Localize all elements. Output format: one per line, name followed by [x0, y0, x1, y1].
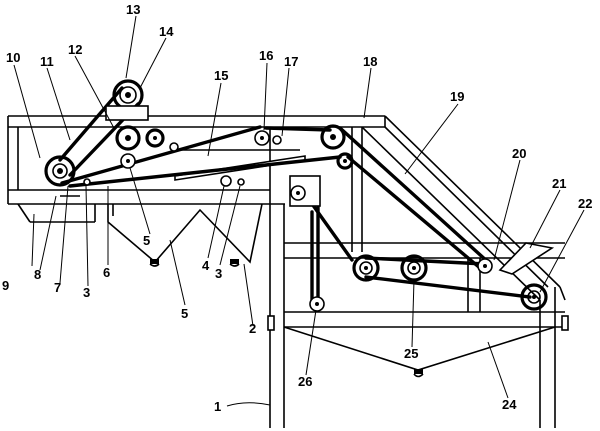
callout-22: 21: [552, 176, 566, 191]
callout-7: 6: [103, 265, 110, 280]
callout-12: 11: [40, 54, 54, 69]
callout-8: 7: [54, 280, 61, 295]
upper-hoppers: [107, 203, 263, 267]
callout-25: 25: [404, 346, 418, 361]
callout-1: 1: [214, 399, 221, 414]
callout-9: 8: [34, 267, 41, 282]
callout-3b: 3: [215, 266, 222, 281]
callout-20: 19: [450, 89, 464, 104]
callout-16: 15: [214, 68, 228, 83]
pulleys: [44, 79, 548, 312]
callout-19: 18: [363, 54, 377, 69]
inclined-frame: [361, 115, 561, 301]
callout-24: 24: [502, 397, 517, 412]
belts: [58, 86, 532, 306]
collection-hopper: [283, 326, 556, 378]
callout-17: 16: [259, 48, 273, 63]
callout-18: 17: [284, 54, 298, 69]
callout-2: 2: [249, 321, 256, 336]
callout-13: 12: [68, 42, 82, 57]
scraper-blade: [498, 242, 555, 275]
callout-26: 26: [298, 374, 312, 389]
callout-3a: 3: [83, 285, 90, 300]
callout-4: 4: [202, 258, 210, 273]
callout-21: 20: [512, 146, 526, 161]
callout-11: 10: [6, 50, 20, 65]
separation-plate: [174, 149, 306, 181]
callout-6: 5: [143, 233, 150, 248]
callout-5: 5: [181, 306, 188, 321]
support-frame: [267, 190, 569, 428]
inlet-chute: [17, 195, 96, 223]
callout-15: 14: [159, 24, 174, 39]
leader-lines: [13, 15, 585, 407]
callout-14: 13: [126, 2, 140, 17]
callout-10: 9: [2, 278, 9, 293]
callout-labels: 10 11 12 13 14 15 16 17 18 19 20 21 22 9…: [2, 2, 592, 414]
callout-23: 22: [578, 196, 592, 211]
